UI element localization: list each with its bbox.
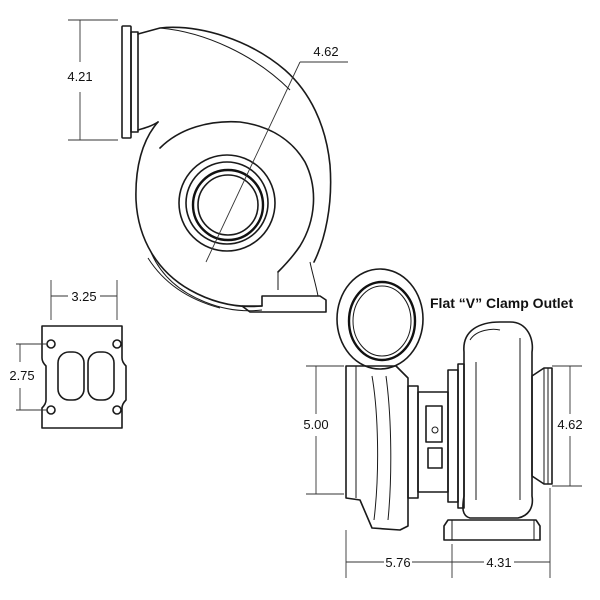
dim-label-3-25: 3.25: [71, 289, 96, 304]
dimension-5-00: 5.00: [303, 365, 344, 495]
dimension-4-62-outlet: 4.62: [552, 365, 583, 487]
dimension-4-62-diameter: 4.62: [205, 44, 348, 263]
dim-label-4-62-diameter: 4.62: [313, 44, 338, 59]
dim-label-4-62-outlet: 4.62: [557, 417, 582, 432]
dimension-bottom: 5.76 4.31: [345, 488, 551, 578]
dim-label-2-75: 2.75: [9, 368, 34, 383]
diagram-title: Flat “V” Clamp Outlet: [430, 295, 573, 311]
dim-label-4-31: 4.31: [486, 555, 511, 570]
dimension-3-25: 3.25: [50, 280, 118, 320]
turbine-inlet-flange-drawing: [41, 325, 127, 429]
dim-label-4-21: 4.21: [67, 69, 92, 84]
dimension-2-75: 2.75: [9, 343, 47, 411]
compressor-housing-drawing: [121, 25, 332, 313]
dim-label-5-76: 5.76: [385, 555, 410, 570]
turbo-side-view-drawing: [336, 268, 553, 541]
dimension-4-21: 4.21: [67, 19, 118, 141]
dim-label-5-00: 5.00: [303, 417, 328, 432]
